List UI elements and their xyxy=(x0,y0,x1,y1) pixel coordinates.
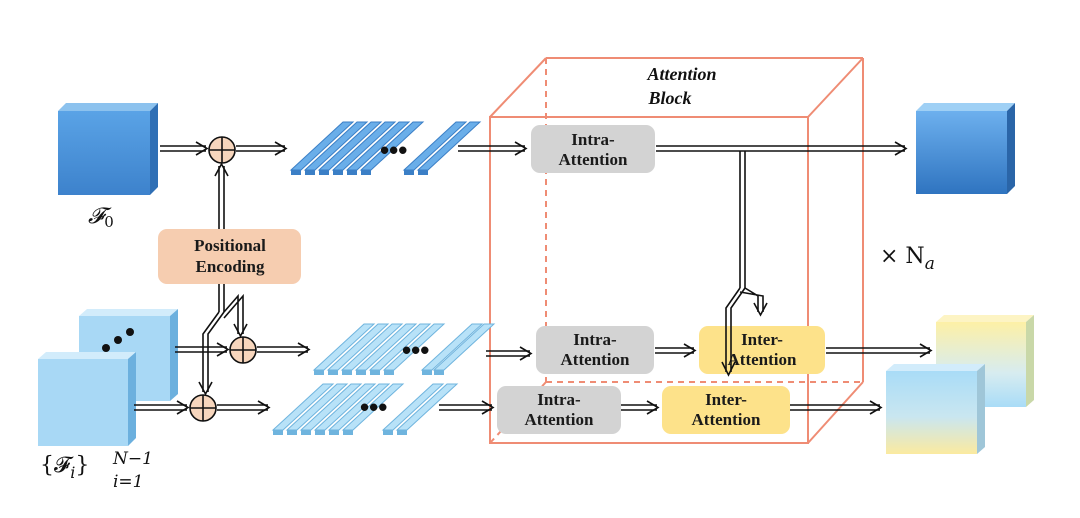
token-slab-base xyxy=(370,370,380,375)
token-slab-base xyxy=(342,370,352,375)
fi-label-sub: i=1 xyxy=(113,472,144,492)
svg-text:Intra-: Intra- xyxy=(571,130,615,149)
token-slab-base xyxy=(343,430,353,435)
svg-text:Intra-: Intra- xyxy=(573,330,617,349)
input-cube-fi-front xyxy=(38,352,136,446)
token-slab-base xyxy=(418,170,428,175)
add-node-middle xyxy=(229,336,257,364)
token-slab-base xyxy=(333,170,343,175)
positional-encoding-label-line1: Positional xyxy=(194,236,266,255)
token-slab-base xyxy=(291,170,301,175)
add-node-bottom xyxy=(189,394,217,422)
token-slab-base xyxy=(301,430,311,435)
token-slab-base xyxy=(347,170,357,175)
attention-block-front-face xyxy=(489,116,809,444)
svg-text:Intra-: Intra- xyxy=(537,390,581,409)
svg-text:Inter-: Inter- xyxy=(705,390,747,409)
fi-label: {𝓕i} xyxy=(40,453,89,482)
svg-text:Attention: Attention xyxy=(525,410,594,429)
token-slab-base xyxy=(287,430,297,435)
fi-label-sup: N−1 xyxy=(112,449,153,469)
token-slab-base xyxy=(383,430,393,435)
arrow-intra-to-output-row-1 xyxy=(656,145,905,152)
intra-attention-box-row-3: Intra- Attention xyxy=(497,386,621,434)
add-node-top xyxy=(208,136,236,164)
token-slab-base xyxy=(329,430,339,435)
arrow-add-to-slabs-row-2 xyxy=(257,346,308,353)
connectors xyxy=(134,141,933,415)
token-slab-base xyxy=(404,170,414,175)
arrow-fi-back-to-add xyxy=(175,346,227,353)
intra-attention-box-row-1: Intra- Attention xyxy=(531,125,655,173)
arrow-intra-to-inter-row-2 xyxy=(655,347,694,354)
token-slab-base xyxy=(384,370,394,375)
svg-text:Attention: Attention xyxy=(561,350,630,369)
arrow-slabs-to-intra-row-3 xyxy=(439,404,492,411)
arrow-add-to-slabs-row-1 xyxy=(236,145,285,152)
connector-pos-enc-down xyxy=(218,284,225,312)
intra-attention-box-row-2: Intra- Attention xyxy=(536,326,654,374)
attention-block-title: Attention xyxy=(646,64,716,84)
attention-block-edges xyxy=(489,57,864,444)
ellipsis-row-1: ••• xyxy=(380,135,407,165)
arrow-pos-enc-to-add-top xyxy=(218,166,225,229)
positional-encoding-label-line2: Encoding xyxy=(196,257,265,276)
token-slab-base xyxy=(315,430,325,435)
token-slabs-row-1 xyxy=(289,121,482,175)
token-slabs-row-3 xyxy=(271,383,459,435)
arrow-inter-to-output-row-3 xyxy=(790,404,880,411)
token-slab-base xyxy=(397,430,407,435)
token-slab-base xyxy=(361,170,371,175)
inter-attention-box-row-3: Inter- Attention xyxy=(662,386,790,434)
arrow-add-to-slabs-row-3 xyxy=(217,404,268,411)
connector-pos-enc-branch xyxy=(202,311,225,392)
ellipsis-row-2: ••• xyxy=(402,335,429,365)
token-slab-base xyxy=(305,170,315,175)
svg-text:Attention: Attention xyxy=(728,350,797,369)
inter-attention-box-row-2: Inter- Attention xyxy=(699,326,825,374)
svg-text:Attention: Attention xyxy=(559,150,628,169)
output-cube-fi-front xyxy=(886,364,985,454)
token-slabs-row-2 xyxy=(312,323,496,375)
token-slab-base xyxy=(434,370,444,375)
token-slab-base xyxy=(356,370,366,375)
arrow-slabs-to-intra-row-1 xyxy=(458,145,525,152)
token-slab-base xyxy=(328,370,338,375)
input-cube-f0 xyxy=(58,103,158,195)
arrow-inter-to-output-row-2 xyxy=(826,347,930,354)
arrow-fi-front-to-add xyxy=(134,404,187,411)
ellipsis-row-3: ••• xyxy=(360,392,387,422)
repeat-label: × Na xyxy=(880,244,935,274)
svg-text:Inter-: Inter- xyxy=(741,330,783,349)
output-cube-f0 xyxy=(916,103,1015,194)
positional-encoding-box xyxy=(158,229,301,284)
token-slab-base xyxy=(422,370,432,375)
arrow-slabs-to-intra-row-2 xyxy=(486,350,530,357)
attention-block: Attention Block xyxy=(489,57,864,444)
f0-label: 𝓕0 xyxy=(88,204,114,231)
attention-block-subtitle: Block xyxy=(648,88,692,108)
token-slab-base xyxy=(319,170,329,175)
token-slab-base xyxy=(314,370,324,375)
arrow-f0-to-add xyxy=(160,145,206,152)
token-slab-base xyxy=(273,430,283,435)
arrow-intra-to-inter-row-3 xyxy=(621,404,657,411)
connector-row1-broadcast xyxy=(739,151,746,288)
svg-text:Attention: Attention xyxy=(692,410,761,429)
